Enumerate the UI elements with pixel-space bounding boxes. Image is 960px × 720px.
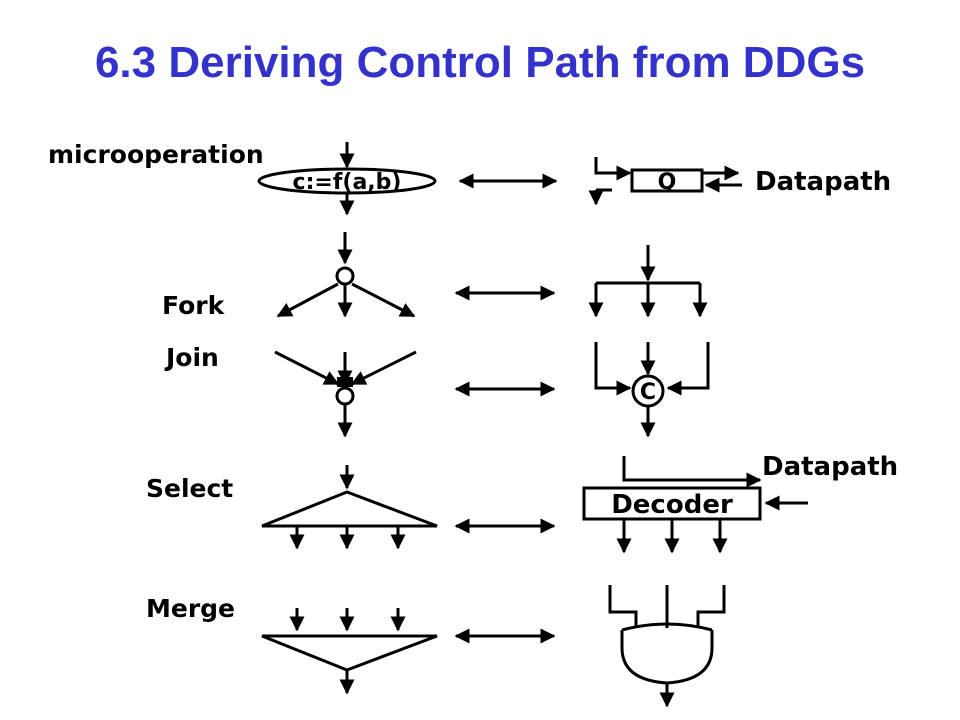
merge-node <box>261 608 438 695</box>
fork-wire-split <box>588 245 708 318</box>
datapath-label-top: Datapath <box>755 167 891 197</box>
microoperation-expression: c:=f(a,b) <box>293 170 402 195</box>
join-label: Join <box>164 343 219 372</box>
c-element-label: C <box>640 380 656 405</box>
microoperation-label: microoperation <box>48 140 264 169</box>
decoder-label: Decoder <box>611 490 733 520</box>
or-gate <box>608 585 726 708</box>
join-node <box>274 350 417 438</box>
register-label: Q <box>658 170 677 195</box>
merge-label: Merge <box>146 594 235 623</box>
select-node <box>261 465 438 550</box>
c-element <box>594 342 710 438</box>
microoperation-node <box>257 142 437 216</box>
select-label: Select <box>146 474 233 503</box>
fork-label: Fork <box>162 291 226 320</box>
datapath-label-decoder: Datapath <box>762 452 898 482</box>
slide-title: 6.3 Deriving Control Path from DDGs <box>94 38 866 87</box>
decoder-block <box>582 456 808 554</box>
fork-node <box>276 232 416 318</box>
register-latch <box>588 157 742 206</box>
